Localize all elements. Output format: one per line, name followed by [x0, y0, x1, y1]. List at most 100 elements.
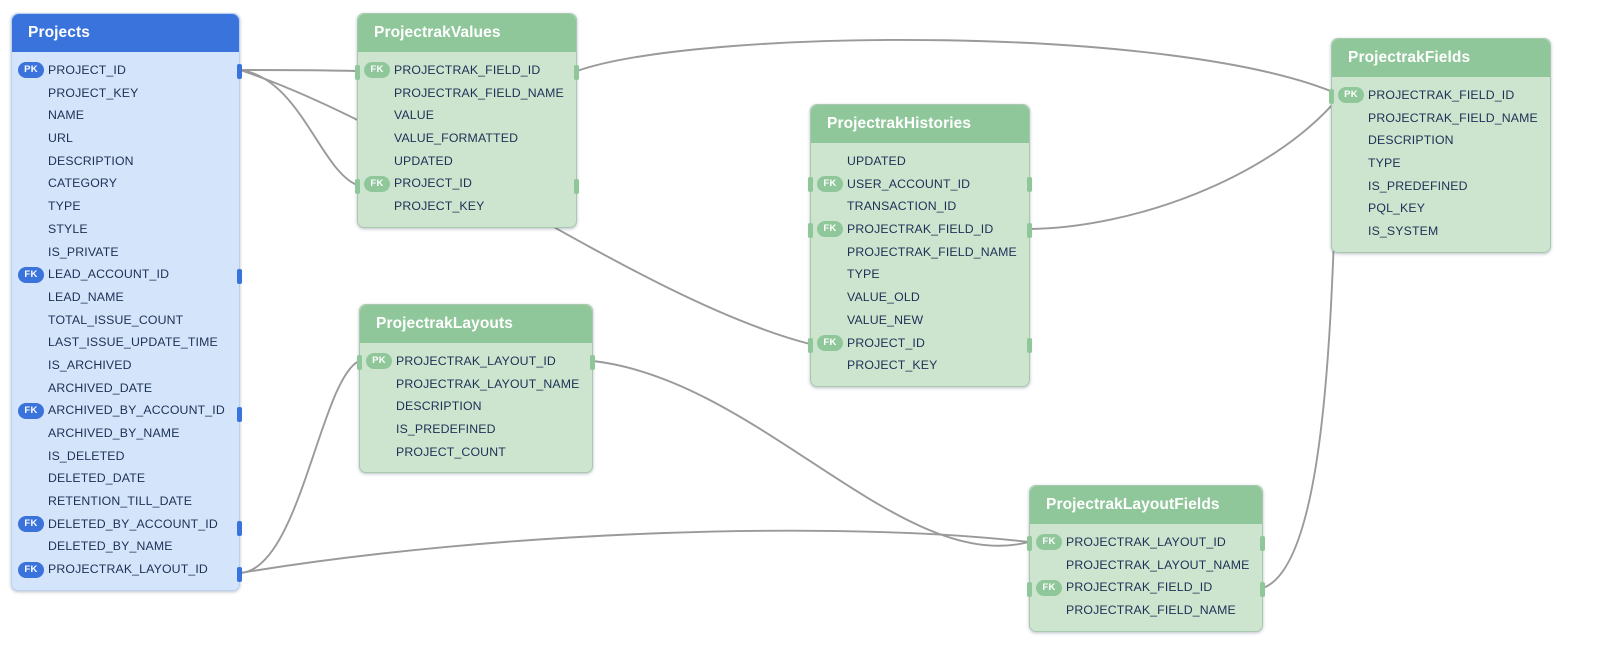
column-row[interactable]: DESCRIPTION [12, 150, 239, 173]
column-row[interactable]: ARCHIVED_DATE [12, 377, 239, 400]
column-row[interactable]: PROJECTRAK_FIELD_NAME [358, 82, 576, 105]
column-name: IS_ARCHIVED [48, 357, 132, 372]
column-row[interactable]: IS_PREDEFINED [360, 418, 592, 441]
column-name: PROJECTRAK_FIELD_NAME [1368, 110, 1538, 125]
connection-handle-right[interactable] [1260, 582, 1265, 597]
table-header-projectrakfields: ProjectrakFields [1332, 39, 1550, 77]
connection-handle-left[interactable] [357, 355, 362, 370]
connection-handle-left[interactable] [1027, 582, 1032, 597]
column-row[interactable]: URL [12, 127, 239, 150]
connection-handle-right[interactable] [237, 521, 242, 536]
connection-handle-right[interactable] [237, 567, 242, 582]
column-row[interactable]: IS_PRIVATE [12, 241, 239, 264]
column-row[interactable]: NAME [12, 104, 239, 127]
foreign-key-badge: FK [1036, 579, 1062, 596]
column-name: NAME [48, 108, 85, 123]
column-row[interactable]: IS_SYSTEM [1332, 220, 1550, 243]
connection-handle-left[interactable] [355, 65, 360, 80]
column-row[interactable]: PROJECT_KEY [12, 82, 239, 105]
column-name: RETENTION_TILL_DATE [48, 494, 193, 509]
connection-handle-right[interactable] [237, 269, 242, 284]
connection-handle-right[interactable] [237, 407, 242, 422]
connection-handle-left[interactable] [808, 177, 813, 192]
column-row[interactable]: IS_PREDEFINED [1332, 175, 1550, 198]
column-name: PROJECTRAK_FIELD_ID [394, 63, 541, 77]
connection-handle-right[interactable] [574, 179, 579, 194]
column-row[interactable]: CATEGORY [12, 172, 239, 195]
connection-handle-right[interactable] [590, 355, 595, 370]
connection-handle-right[interactable] [574, 65, 579, 80]
column-row[interactable]: TYPE [811, 263, 1029, 286]
column-row[interactable]: UPDATED [358, 150, 576, 173]
connection-handle-left[interactable] [1329, 89, 1334, 104]
connection-handle-left[interactable] [1027, 536, 1032, 551]
column-row[interactable]: PROJECT_COUNT [360, 441, 592, 464]
column-row[interactable]: VALUE_FORMATTED [358, 127, 576, 150]
column-row[interactable]: LAST_ISSUE_UPDATE_TIME [12, 331, 239, 354]
column-row[interactable]: PROJECTRAK_FIELD_NAME [1332, 107, 1550, 130]
column-name: PROJECTRAK_LAYOUT_ID [396, 354, 556, 368]
relationship-edge [1029, 95, 1341, 230]
column-row[interactable]: VALUE_OLD [811, 286, 1029, 309]
column-row[interactable]: PROJECTRAK_FIELD_NAME [811, 241, 1029, 264]
column-row[interactable]: DELETED_DATE [12, 467, 239, 490]
column-row[interactable]: PROJECT_KEY [358, 195, 576, 218]
column-row[interactable]: STYLE [12, 218, 239, 241]
column-name: PROJECTRAK_LAYOUT_NAME [396, 376, 580, 391]
column-row[interactable]: DESCRIPTION [360, 395, 592, 418]
column-row[interactable]: TRANSACTION_ID [811, 195, 1029, 218]
connection-handle-right[interactable] [1260, 536, 1265, 551]
connection-handle-right[interactable] [237, 64, 242, 79]
column-name: VALUE_FORMATTED [394, 131, 519, 146]
column-row[interactable]: PROJECTRAK_FIELD_NAME [1030, 599, 1262, 622]
column-row[interactable]: PROJECT_KEY [811, 354, 1029, 377]
column-row[interactable]: TYPE [1332, 152, 1550, 175]
connection-handle-left[interactable] [808, 338, 813, 353]
column-row[interactable]: RETENTION_TILL_DATE [12, 490, 239, 513]
column-name: ARCHIVED_DATE [48, 380, 153, 395]
column-row[interactable]: PQL_KEY [1332, 197, 1550, 220]
column-row[interactable]: PROJECTRAK_LAYOUT_NAME [1030, 554, 1262, 577]
column-row[interactable]: DESCRIPTION [1332, 129, 1550, 152]
column-row[interactable]: UPDATED [811, 150, 1029, 173]
column-row[interactable]: ARCHIVED_BY_NAME [12, 422, 239, 445]
column-name: PROJECTRAK_FIELD_NAME [847, 244, 1017, 259]
column-row[interactable]: TOTAL_ISSUE_COUNT [12, 309, 239, 332]
connection-handle-left[interactable] [355, 179, 360, 194]
connection-handle-right[interactable] [1027, 223, 1032, 238]
connection-handle-right[interactable] [1027, 177, 1032, 192]
column-row[interactable]: DELETED_BY_NAME [12, 535, 239, 558]
connection-handle-right[interactable] [1027, 338, 1032, 353]
connection-handle-left[interactable] [808, 223, 813, 238]
column-row[interactable]: VALUE [358, 104, 576, 127]
column-row[interactable]: TYPE [12, 195, 239, 218]
column-row[interactable]: IS_DELETED [12, 445, 239, 468]
column-row[interactable]: IS_ARCHIVED [12, 354, 239, 377]
column-name: IS_PREDEFINED [396, 422, 496, 437]
column-row[interactable]: PROJECTRAK_LAYOUT_NAME [360, 373, 592, 396]
relationship-edge [576, 38, 1341, 96]
column-row[interactable]: LEAD_NAME [12, 286, 239, 309]
column-row[interactable]: VALUE_NEW [811, 309, 1029, 332]
